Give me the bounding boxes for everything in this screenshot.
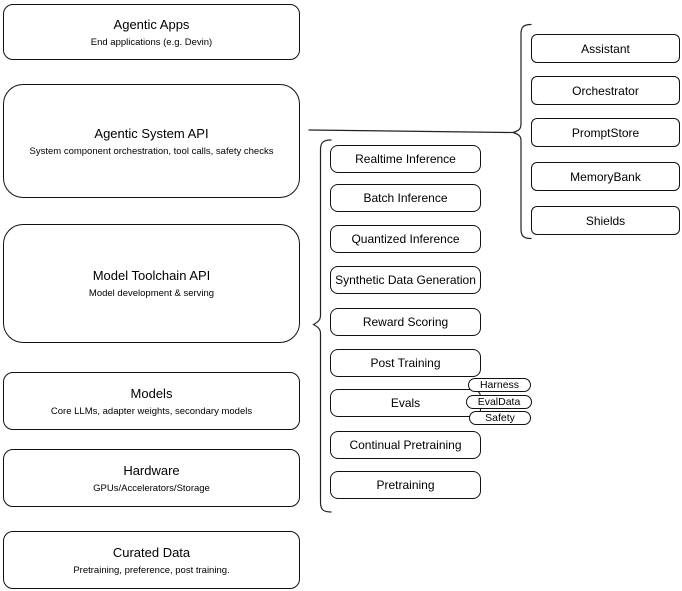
brace-toolchain-ops: [312, 139, 332, 513]
node-subtitle: Core LLMs, adapter weights, secondary mo…: [50, 405, 253, 417]
node-title: Model Toolchain API: [92, 268, 211, 283]
line-system-api-to-components: [308, 129, 513, 134]
node-batch-inference: Batch Inference: [330, 184, 481, 212]
node-models: Models Core LLMs, adapter weights, secon…: [3, 372, 300, 430]
node-curated-data: Curated Data Pretraining, preference, po…: [3, 531, 300, 589]
node-model-toolchain-api: Model Toolchain API Model development & …: [3, 224, 300, 343]
node-orchestrator: Orchestrator: [531, 76, 680, 105]
node-agentic-system-api: Agentic System API System component orch…: [3, 84, 300, 198]
node-continual-pretraining: Continual Pretraining: [330, 431, 481, 459]
node-pretraining: Pretraining: [330, 471, 481, 499]
node-title: Agentic System API: [94, 125, 209, 141]
node-subtitle: Model development & serving: [88, 288, 215, 299]
pill-evals-safety: Safety: [469, 411, 531, 425]
node-title: Curated Data: [112, 544, 191, 560]
pill-evals-harness: Harness: [468, 378, 531, 392]
node-quantized-inference: Quantized Inference: [330, 225, 481, 253]
node-post-training: Post Training: [330, 349, 481, 377]
node-realtime-inference: Realtime Inference: [330, 145, 481, 173]
node-title: Models: [130, 385, 173, 401]
node-subtitle: End applications (e.g. Devin): [90, 36, 213, 48]
node-title: Hardware: [123, 462, 180, 478]
node-subtitle: GPUs/Accelerators/Storage: [93, 482, 210, 494]
node-promptstore: PromptStore: [531, 118, 680, 147]
node-evals: Evals: [330, 389, 481, 417]
node-synthetic-data-generation: Synthetic Data Generation: [330, 266, 481, 294]
node-subtitle: System component orchestration, tool cal…: [29, 145, 274, 157]
node-shields: Shields: [531, 206, 680, 235]
node-subtitle: Pretraining, preference, post training.: [73, 564, 230, 576]
node-agentic-apps: Agentic Apps End applications (e.g. Devi…: [3, 4, 300, 60]
node-memorybank: MemoryBank: [531, 162, 680, 191]
node-title: Agentic Apps: [113, 16, 190, 32]
node-assistant: Assistant: [531, 34, 680, 63]
brace-system-components: [510, 23, 532, 240]
node-reward-scoring: Reward Scoring: [330, 308, 481, 336]
node-hardware: Hardware GPUs/Accelerators/Storage: [3, 449, 300, 507]
pill-evals-evaldata: EvalData: [466, 395, 532, 409]
